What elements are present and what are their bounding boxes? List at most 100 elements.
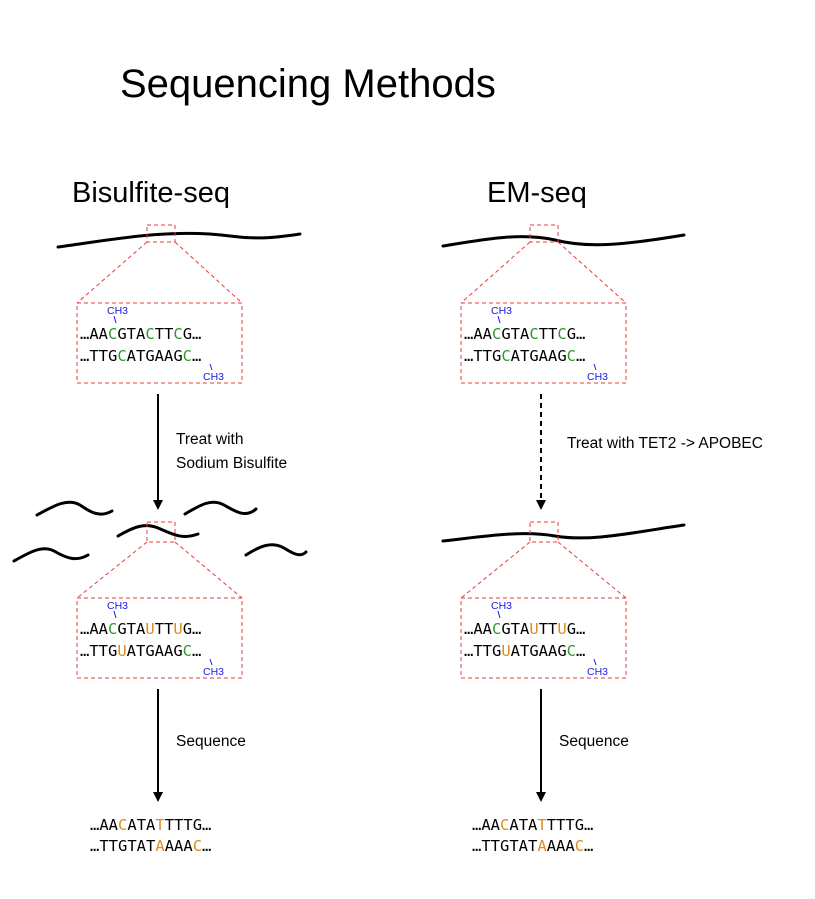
treatment-label-line2: Sodium Bisulfite (176, 455, 287, 472)
zoom-lines (76, 241, 243, 304)
base: TTT (165, 816, 193, 834)
base: ATGAAG (127, 642, 183, 660)
methyl-label: CH3 (107, 600, 128, 612)
methyl-label: CH3 (203, 371, 224, 383)
converted-base: A (155, 837, 165, 855)
treatment-label-line1: Treat with (176, 431, 243, 448)
methyl-mark-top: CH3 (491, 305, 512, 324)
dna-strand (56, 231, 302, 249)
methyl-mark-top: CH3 (107, 305, 128, 324)
methylated-base: C (108, 325, 117, 343)
base: A (146, 816, 156, 834)
converted-base: U (117, 642, 126, 660)
zoom-box-before (76, 302, 243, 384)
methylated-base: C (183, 347, 192, 365)
base: AA (547, 837, 566, 855)
base: G… (575, 816, 594, 834)
base: TT (539, 325, 558, 343)
base: A (509, 816, 519, 834)
base: GTA (117, 325, 146, 343)
base: T (137, 816, 146, 834)
sequence-label: Sequence (176, 733, 246, 750)
methyl-label: CH3 (107, 305, 128, 317)
base: …AA (80, 325, 109, 343)
base: GTA (501, 325, 530, 343)
base: G… (183, 325, 202, 343)
methyl-mark-bottom: CH3 (587, 363, 608, 383)
methyl-label: CH3 (587, 371, 608, 383)
base: A (127, 816, 137, 834)
zoom-region (146, 224, 176, 243)
base: A (565, 837, 575, 855)
base: ATGAAG (127, 347, 183, 365)
sequence-label: Sequence (559, 733, 629, 750)
panel-emseq: EM-seq CH3 …AACGTACTTCG… …TTGCATGAAGC… C… (441, 177, 763, 855)
converted-base: U (501, 642, 510, 660)
base: …TTG (472, 837, 509, 855)
methyl-mark-bottom: CH3 (587, 658, 608, 678)
base: TTT (547, 816, 575, 834)
methylated-base: C (557, 325, 566, 343)
dna-sequence-bottom: …TTGUATGAAGC… (464, 642, 585, 660)
diagram-title: Sequencing Methods (120, 62, 496, 106)
base: … (576, 347, 585, 365)
methylated-base: C (117, 347, 126, 365)
dna-sequence-bottom: …TTGCATGAAGC… (464, 347, 585, 365)
base: …TTG (90, 837, 127, 855)
base: GTA (501, 620, 530, 638)
method-label-bisulfite: Bisulfite-seq (72, 177, 230, 209)
base: …AA (464, 620, 493, 638)
base: T (509, 837, 518, 855)
methylated-base: C (108, 620, 117, 638)
base: ATGAAG (511, 642, 567, 660)
base: … (192, 642, 201, 660)
methylated-base: C (567, 347, 576, 365)
base: …AA (90, 816, 119, 834)
methyl-mark-top: CH3 (491, 600, 512, 619)
dna-strand (441, 233, 686, 248)
base: … (576, 642, 585, 660)
methylated-base: C (492, 325, 501, 343)
base: G… (567, 325, 586, 343)
converted-base: U (557, 620, 566, 638)
dna-strand (441, 523, 686, 543)
base: A (528, 816, 538, 834)
converted-base: T (155, 816, 164, 834)
zoom-region (529, 521, 559, 543)
methyl-mark-bottom: CH3 (203, 363, 224, 383)
base: …TTG (464, 347, 501, 365)
base: …AA (472, 816, 501, 834)
converted-base: T (537, 816, 546, 834)
base: TT (539, 620, 558, 638)
base: A (183, 837, 193, 855)
methylated-base: C (501, 347, 510, 365)
panel-bisulfite: Bisulfite-seq CH3 …AACGTACTTCG… …TTGCATG… (12, 177, 308, 855)
zoom-lines (460, 541, 627, 599)
base: T (127, 837, 136, 855)
methyl-mark-top: CH3 (107, 600, 128, 619)
converted-base: C (118, 816, 127, 834)
dna-sequence-bottom: …TTGUATGAAGC… (80, 642, 201, 660)
methylated-base: C (145, 325, 154, 343)
methylated-base: C (567, 642, 576, 660)
sequence-read-top: …AACATATTTTG… (90, 816, 211, 834)
converted-base: A (537, 837, 547, 855)
methylated-base: C (173, 325, 182, 343)
base: G… (193, 816, 212, 834)
base: G… (183, 620, 202, 638)
base: G… (567, 620, 586, 638)
base: T (519, 816, 528, 834)
base: … (202, 837, 211, 855)
methyl-label: CH3 (491, 305, 512, 317)
zoom-box-after (76, 597, 243, 679)
base: TT (155, 325, 174, 343)
methyl-mark-bottom: CH3 (203, 658, 224, 678)
method-label-emseq: EM-seq (487, 177, 587, 209)
methylated-base: C (529, 325, 538, 343)
converted-base: C (500, 816, 509, 834)
base: …AA (464, 325, 493, 343)
converted-base: C (193, 837, 202, 855)
treatment-label: Treat with TET2 -> APOBEC (567, 435, 763, 452)
converted-base: U (145, 620, 154, 638)
